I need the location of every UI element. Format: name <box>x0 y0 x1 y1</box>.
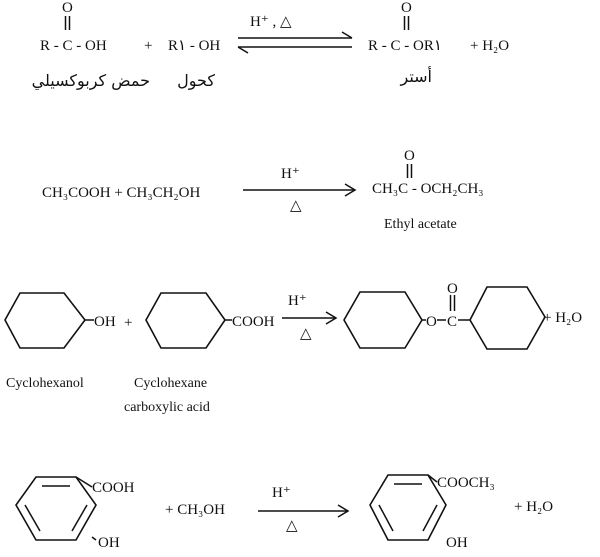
water-product: + H₂O <box>470 38 509 54</box>
reaction-4: COOH OH + CH₃OH H⁺ △ COOCH₃ OH + H₂O <box>15 474 553 551</box>
hydroxyl-group: OH <box>98 535 120 551</box>
ester-oxygen: O <box>426 314 437 330</box>
ester-group: COOCH₃ <box>437 475 495 491</box>
water-product: + H₂O <box>514 499 553 515</box>
aromatic-bond <box>422 504 438 532</box>
reactants-formula: CH₃COOH + CH₃CH₂OH <box>42 185 200 201</box>
product-name: Ethyl acetate <box>384 217 457 232</box>
cyclohexanol-ring <box>4 292 87 349</box>
aromatic-bond <box>71 504 88 532</box>
acid-formula: R - C - OH <box>40 38 107 54</box>
methanol: + CH₃OH <box>165 502 225 518</box>
bond <box>427 474 438 483</box>
alcohol-label: كحول <box>177 71 215 91</box>
product-ring-right <box>469 286 546 350</box>
heat-symbol: △ <box>300 326 312 342</box>
reaction-1: O R - C - OH + R١ - OH H⁺ , △ O R - C - … <box>32 0 510 91</box>
reaction-arrow-head <box>337 504 350 518</box>
reaction-2: CH₃COOH + CH₃CH₂OH H⁺ △ O CH₃C - OCH₂CH₃… <box>42 148 484 232</box>
bond <box>75 476 93 488</box>
acid-carbonyl-o: O <box>62 0 73 16</box>
hydroxyl-group: OH <box>94 314 116 330</box>
plus-sign: + <box>124 315 132 331</box>
reaction-3: OH + COOH H⁺ △ O C O + H₂O Cyclohexanol … <box>4 281 582 415</box>
product-formula: CH₃C - OCH₂CH₃ <box>372 181 484 197</box>
carbonyl-carbon: C <box>447 314 457 330</box>
ester-carbonyl-o: O <box>401 0 412 16</box>
catalyst: H⁺ <box>281 166 300 182</box>
hydroxyl-group: OH <box>446 535 468 551</box>
heat-symbol: △ <box>286 518 298 534</box>
bond <box>91 536 97 541</box>
catalyst: H⁺ <box>272 485 291 501</box>
cyclohexane-acid-name-line2: carboxylic acid <box>124 400 210 415</box>
heat-symbol: △ <box>290 198 302 214</box>
water-product: + H₂O <box>543 310 582 326</box>
alcohol-formula: R١ - OH <box>168 38 220 54</box>
reverse-arrow-head <box>237 46 249 54</box>
acid-label: حمض كربوكسيلي <box>32 71 150 91</box>
carboxyl-group: COOH <box>92 480 135 496</box>
cyclohexane-acid-name-line1: Cyclohexane <box>134 376 207 391</box>
catalyst: H⁺ <box>288 293 307 309</box>
reaction-conditions: H⁺ , △ <box>250 14 292 30</box>
forward-arrow-head <box>341 31 353 39</box>
cyclohexane-ring <box>145 292 226 349</box>
aromatic-bond <box>378 504 394 532</box>
aromatic-bond <box>24 504 41 532</box>
product-ring-left <box>343 291 423 349</box>
carbonyl-o: O <box>404 148 415 164</box>
carboxyl-group: COOH <box>232 314 275 330</box>
cyclohexanol-name: Cyclohexanol <box>6 376 84 391</box>
plus-sign: + <box>144 38 152 54</box>
reaction-arrow-head <box>325 311 338 325</box>
reaction-arrow-head <box>344 183 357 197</box>
ester-formula: R - C - OR١ <box>368 38 442 54</box>
carbonyl-oxygen: O <box>447 281 458 297</box>
ester-label: أستر <box>399 66 432 87</box>
